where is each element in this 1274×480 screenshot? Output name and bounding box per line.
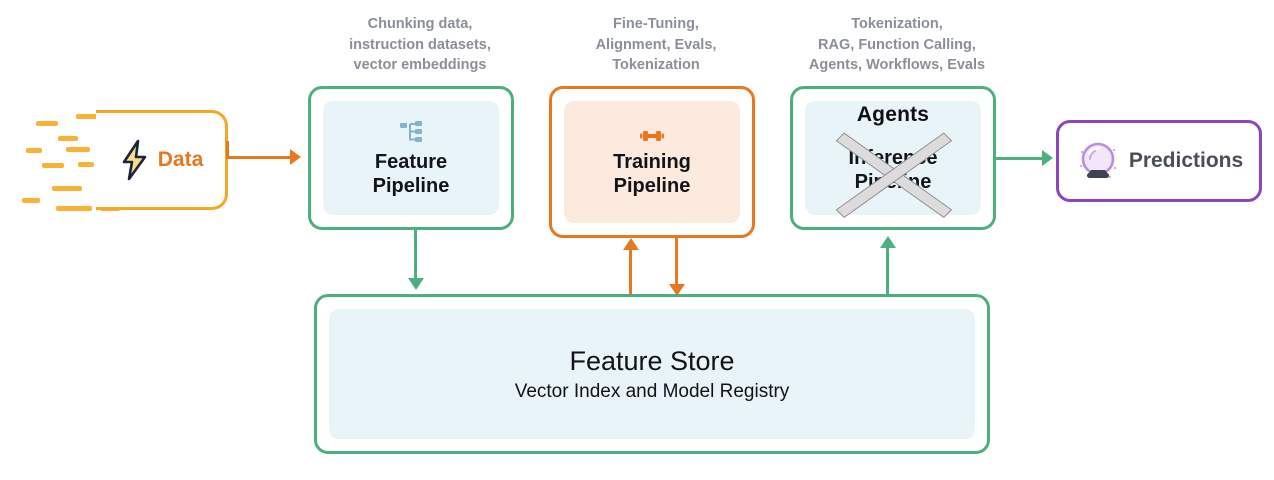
connector-data-stub xyxy=(226,141,229,159)
lightning-bolt-icon xyxy=(118,139,152,181)
feature-pipeline-label: Feature Pipeline xyxy=(372,150,450,197)
crystal-ball-icon xyxy=(1075,138,1121,184)
hierarchy-tree-icon xyxy=(397,118,425,146)
node-data[interactable]: Data xyxy=(96,110,228,210)
feature-pipeline-panel: Feature Pipeline xyxy=(323,101,499,215)
dumbbell-icon xyxy=(639,126,665,146)
node-predictions-label: Predictions xyxy=(1128,149,1244,172)
arrowhead-inference-to-predictions xyxy=(1042,150,1053,166)
arrowhead-training-to-store xyxy=(669,284,685,296)
arrowhead-store-to-training xyxy=(623,238,639,250)
arrowhead-feature-to-store xyxy=(408,278,424,290)
connector-feature-to-store xyxy=(414,230,417,280)
node-data-label: Data xyxy=(157,148,204,171)
training-pipeline-panel: Training Pipeline xyxy=(564,101,740,223)
connector-training-to-store xyxy=(675,238,678,286)
top-label-training: Fine-Tuning, Alignment, Evals, Tokenizat… xyxy=(595,16,717,74)
connector-store-to-training xyxy=(629,248,632,296)
arrowhead-store-to-inference xyxy=(880,236,896,248)
node-predictions[interactable]: Predictions xyxy=(1056,120,1262,202)
node-feature-pipeline[interactable]: Feature Pipeline xyxy=(308,86,514,230)
connector-inference-to-predictions xyxy=(996,157,1048,160)
inference-annotation-agents: Agents xyxy=(856,103,930,126)
top-label-inference: Tokenization, RAG, Function Calling, Age… xyxy=(808,16,986,74)
feature-store-panel: Feature Store Vector Index and Model Reg… xyxy=(329,309,975,439)
connector-store-to-inference xyxy=(886,248,889,296)
node-inference-pipeline[interactable]: Inference Pipeline Agents xyxy=(790,86,996,230)
node-feature-store[interactable]: Feature Store Vector Index and Model Reg… xyxy=(314,294,990,454)
feature-store-title: Feature Store xyxy=(569,346,735,377)
training-pipeline-label: Training Pipeline xyxy=(613,150,691,197)
feature-store-subtitle: Vector Index and Model Registry xyxy=(514,380,790,402)
connector-data-to-feature xyxy=(226,156,292,159)
arrowhead-data-to-feature xyxy=(290,149,301,165)
inference-pipeline-label: Inference Pipeline xyxy=(848,147,938,193)
top-label-feature: Chunking data, instruction datasets, vec… xyxy=(349,16,491,74)
node-training-pipeline[interactable]: Training Pipeline xyxy=(549,86,755,238)
